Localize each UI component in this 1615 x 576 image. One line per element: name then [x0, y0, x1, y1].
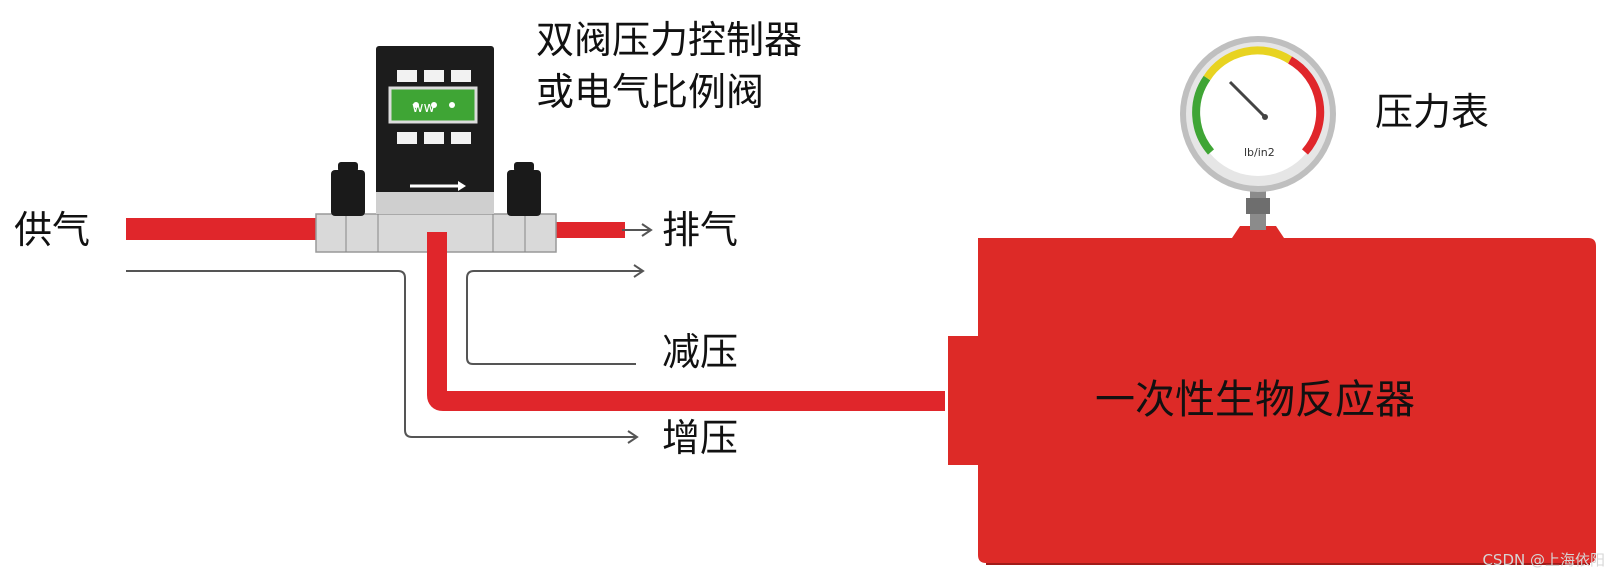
- pressurize-label: 增压: [662, 416, 739, 460]
- decompress-arrowhead-icon: [633, 264, 645, 278]
- supply-label: 供气: [14, 208, 91, 252]
- outlet-pipe: [427, 232, 945, 411]
- decompress-label: 减压: [662, 330, 739, 374]
- pressurize-arrowhead-icon: [627, 430, 639, 444]
- solenoid-valve-right-icon: [507, 162, 541, 216]
- exhaust-label: 排气: [662, 208, 739, 252]
- pressure-gauge-icon: [1180, 36, 1336, 192]
- watermark: CSDN @上海依阳: [1482, 551, 1605, 569]
- controller-title-line1: 双阀压力控制器: [536, 18, 803, 62]
- decompress-flow-arrow: [466, 270, 642, 365]
- exhaust-pipe: [555, 222, 625, 238]
- solenoid-valve-left-icon: [331, 162, 365, 216]
- gauge-label: 压力表: [1375, 90, 1490, 134]
- reactor-label: 一次性生物反应器: [1095, 377, 1415, 423]
- gauge-unit-label: lb/in2: [1244, 146, 1275, 159]
- bioreactor-bag: [948, 226, 1596, 563]
- exhaust-arrowhead-icon: [641, 223, 653, 237]
- controller-title-line2: 或电气比例阀: [536, 70, 765, 114]
- vent-flow-arrow: [126, 270, 636, 438]
- supply-pipe: [126, 218, 321, 240]
- valve-controller-icon: ww: [376, 46, 494, 214]
